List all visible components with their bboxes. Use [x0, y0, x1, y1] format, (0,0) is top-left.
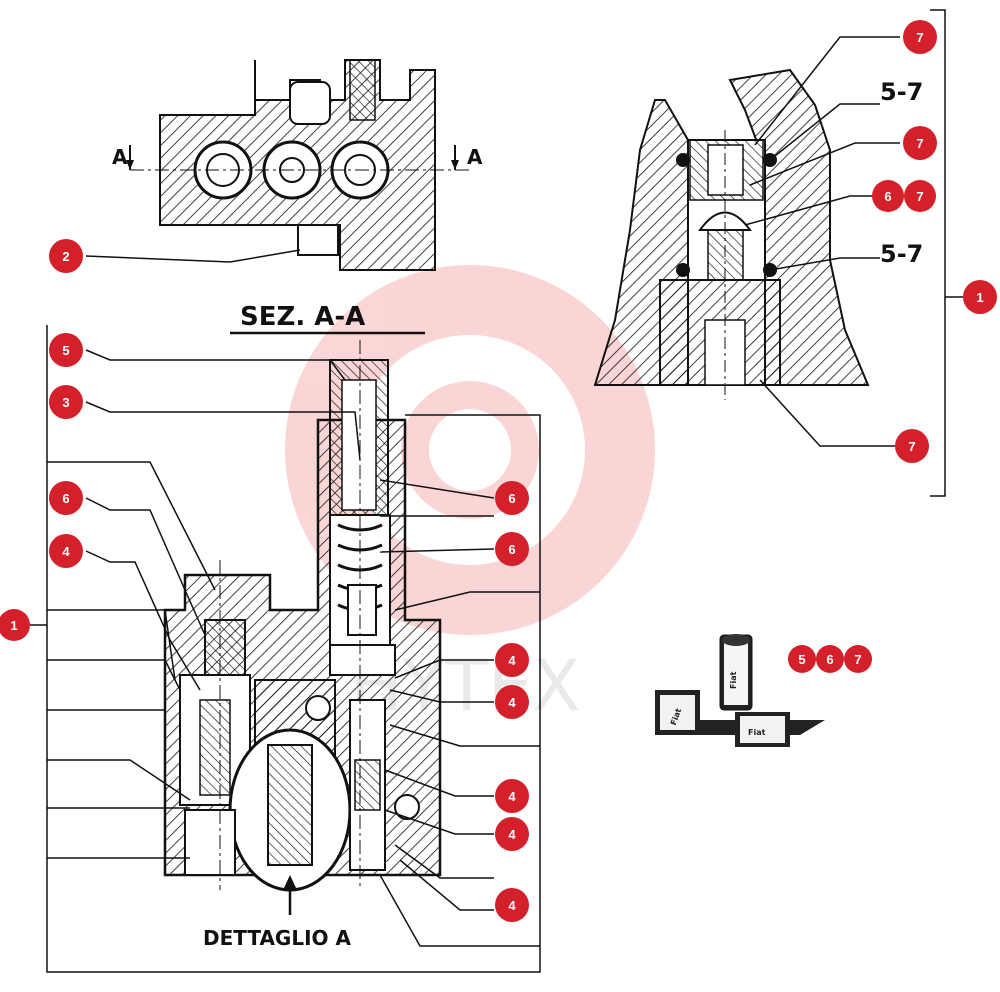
svg-text:4: 4 [508, 789, 516, 804]
badge-4-a[interactable]: 4 [49, 534, 83, 568]
badges: 7 7 6 7 7 1 2 5 3 6 4 1 6 6 4 4 4 4 4 5 … [0, 20, 997, 922]
badge-6-c[interactable]: 6 [495, 481, 529, 515]
svg-text:4: 4 [508, 653, 516, 668]
badge-2[interactable]: 2 [49, 239, 83, 273]
badge-1-left[interactable]: 1 [0, 609, 30, 641]
svg-text:2: 2 [62, 249, 69, 264]
svg-text:6: 6 [884, 189, 891, 204]
top-view [126, 59, 470, 271]
badge-7-b[interactable]: 7 [903, 126, 937, 160]
svg-text:7: 7 [854, 652, 861, 667]
badge-6-a[interactable]: 6 [872, 180, 904, 212]
svg-text:1: 1 [10, 618, 17, 633]
badge-1-right[interactable]: 1 [963, 280, 997, 314]
svg-text:4: 4 [508, 898, 516, 913]
svg-text:1: 1 [976, 290, 983, 305]
svg-text:4: 4 [508, 827, 516, 842]
callout-5-7-top: 5-7 [880, 78, 923, 106]
stamp-text-1: Fiat [729, 671, 738, 689]
badge-4-b[interactable]: 4 [495, 643, 529, 677]
svg-text:7: 7 [916, 136, 923, 151]
svg-text:5: 5 [62, 343, 69, 358]
svg-text:7: 7 [908, 439, 915, 454]
svg-text:4: 4 [62, 544, 70, 559]
badge-6-d[interactable]: 6 [495, 532, 529, 566]
leader-lines [47, 249, 540, 947]
right-leader-lines [744, 9, 963, 497]
svg-text:6: 6 [826, 652, 833, 667]
svg-text:7: 7 [916, 30, 923, 45]
badge-6-b[interactable]: 6 [49, 481, 83, 515]
section-title: SEZ. A-A [240, 302, 365, 332]
badge-3[interactable]: 3 [49, 385, 83, 419]
badge-5-a[interactable]: 5 [49, 333, 83, 367]
svg-text:6: 6 [508, 491, 515, 506]
detail-label: DETTAGLIO A [203, 926, 352, 950]
svg-text:4: 4 [508, 695, 516, 710]
right-detail [593, 68, 870, 400]
callout-5-7-bottom: 5-7 [880, 240, 923, 268]
section-marker-left: A [112, 145, 128, 169]
stamp-text-3: Fiat [748, 728, 766, 737]
badge-4-c[interactable]: 4 [495, 685, 529, 719]
badge-4-e[interactable]: 4 [495, 817, 529, 851]
stamped-parts [655, 634, 825, 747]
svg-text:5: 5 [798, 652, 805, 667]
section-marker-right: A [467, 145, 483, 169]
badge-4-f[interactable]: 4 [495, 888, 529, 922]
section-body [163, 340, 442, 915]
badge-5-b[interactable]: 5 [788, 645, 816, 673]
svg-text:6: 6 [62, 491, 69, 506]
badge-6-e[interactable]: 6 [816, 645, 844, 673]
badge-7-d[interactable]: 7 [895, 429, 929, 463]
badge-7-c[interactable]: 7 [904, 180, 936, 212]
svg-text:3: 3 [62, 395, 69, 410]
badge-4-d[interactable]: 4 [495, 779, 529, 813]
bracket-left [30, 325, 541, 973]
badge-7-a[interactable]: 7 [903, 20, 937, 54]
svg-text:7: 7 [916, 189, 923, 204]
badge-7-e[interactable]: 7 [844, 645, 872, 673]
svg-text:6: 6 [508, 542, 515, 557]
